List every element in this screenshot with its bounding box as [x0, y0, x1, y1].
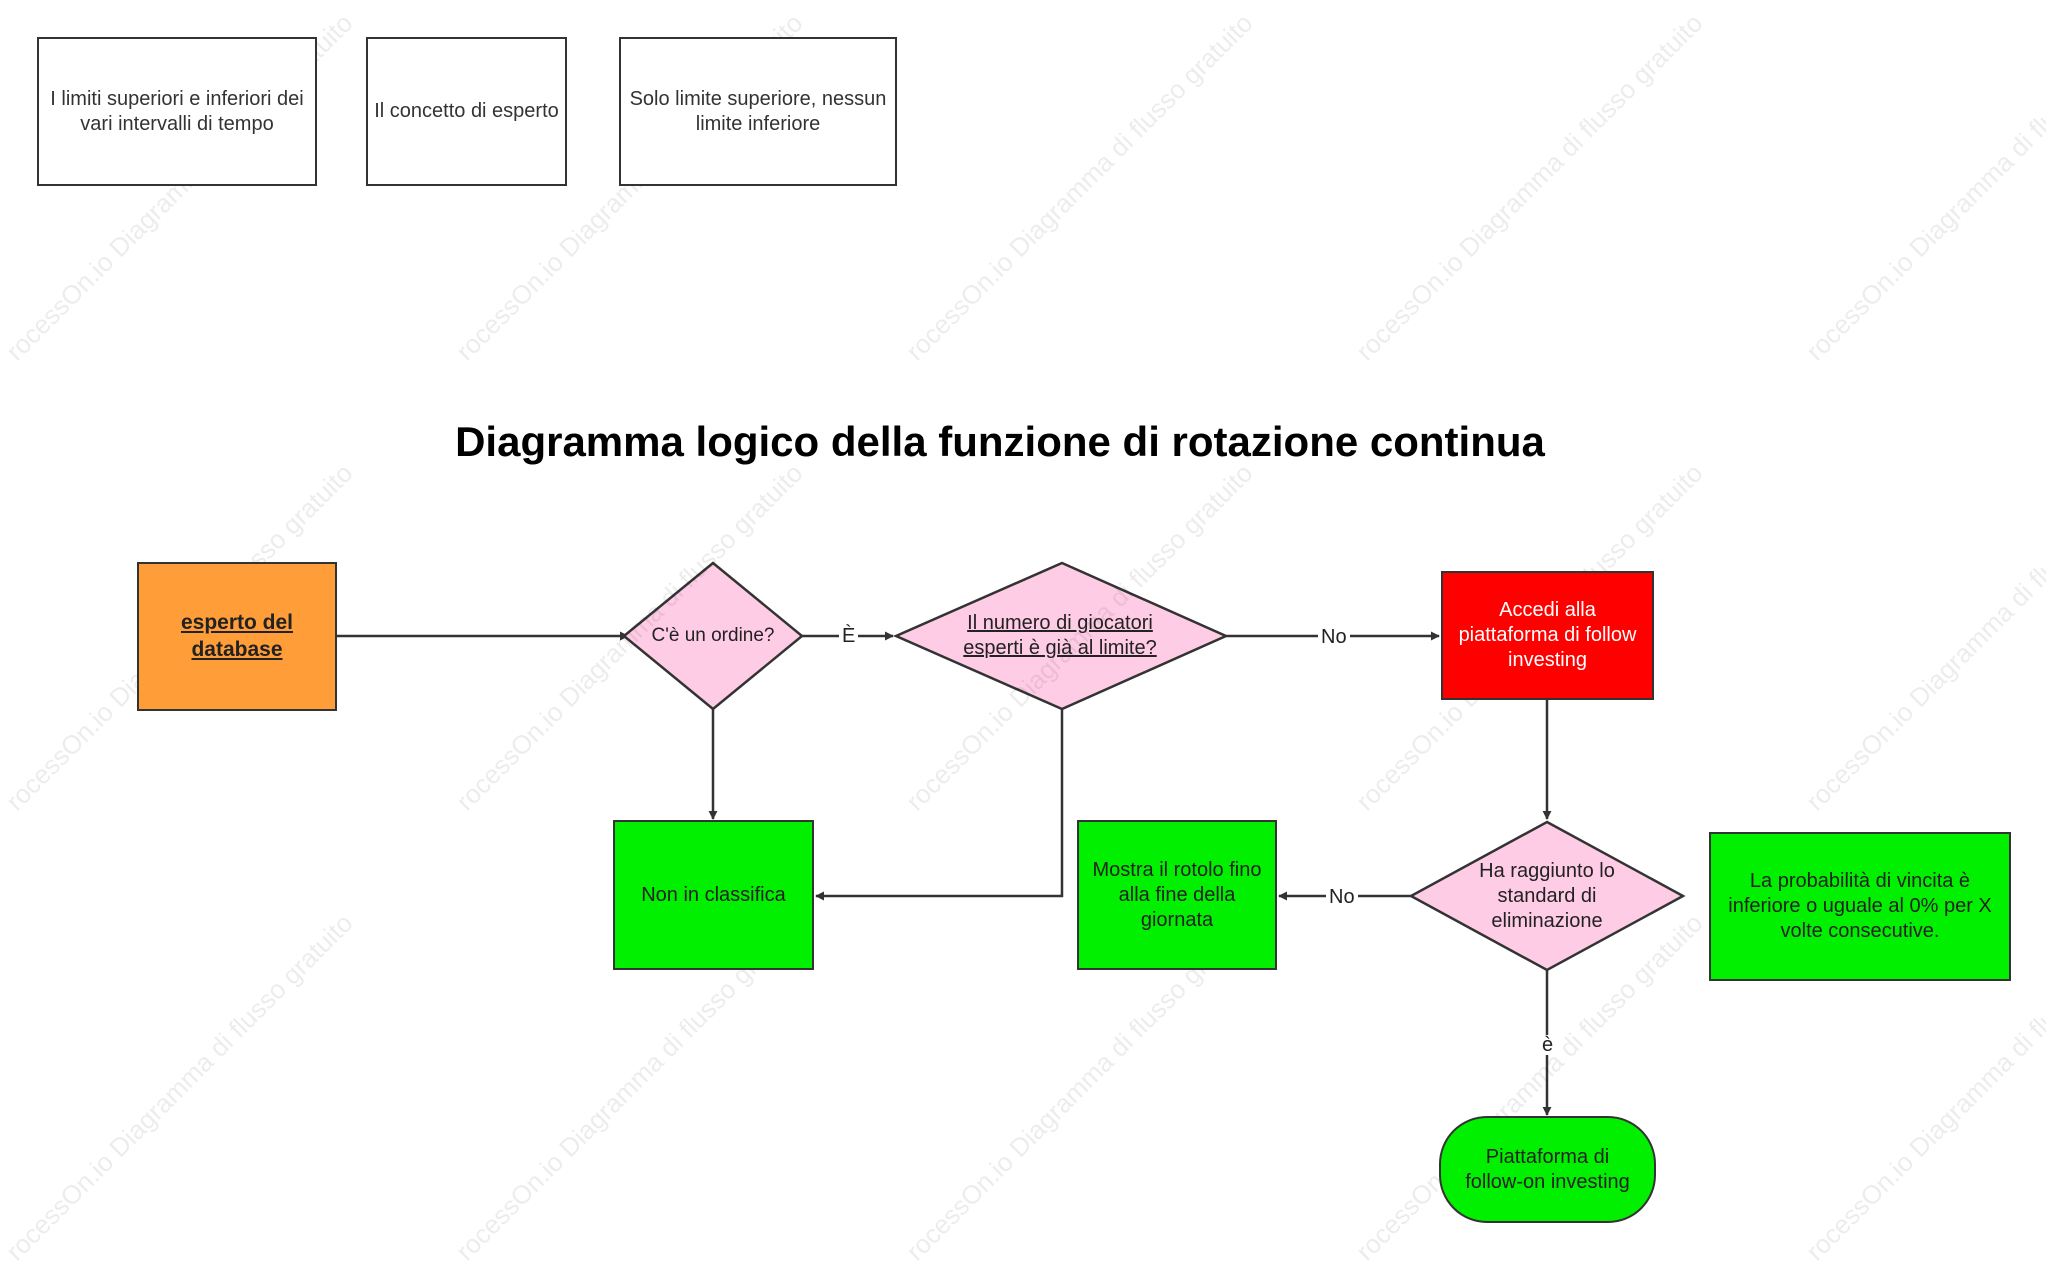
edge-label-yes-lower: è: [1539, 1035, 1557, 1055]
decision-players-limit-shape: [892, 561, 1230, 711]
legend-box-upper-limit-only: Solo limite superiore, nessun limite inf…: [619, 37, 897, 186]
decision-has-order-shape: [622, 561, 804, 711]
legend-box-time-limits: I limiti superiori e inferiori dei vari …: [37, 37, 317, 186]
node-not-ranked[interactable]: Non in classifica: [613, 820, 814, 970]
node-show-roll[interactable]: Mostra il rotolo fino alla fine della gi…: [1077, 820, 1277, 970]
decision-players-limit-label[interactable]: Il numero di giocatori esperti è già al …: [963, 612, 1157, 659]
node-database-expert[interactable]: esperto del database: [137, 562, 337, 711]
node-follow-platform[interactable]: Piattaforma di follow-on investing: [1439, 1116, 1656, 1223]
decision-elimination-label[interactable]: Ha raggiunto lo standard di eliminazione: [1479, 859, 1615, 932]
decision-elimination-shape: [1408, 820, 1686, 972]
edge-limit-to-notranked: [815, 709, 1064, 901]
node-access-platform[interactable]: Accedi alla piattaforma di follow invest…: [1441, 571, 1654, 700]
decision-has-order-label[interactable]: C'è un ordine?: [651, 625, 775, 647]
edge-label-no: No: [1326, 887, 1358, 907]
legend-box-expert-concept: Il concetto di esperto: [366, 37, 567, 186]
edge-label-no: No: [1318, 627, 1350, 647]
node-win-probability[interactable]: La probabilità di vincita è inferiore o …: [1709, 832, 2011, 981]
diagram-title: Diagramma logico della funzione di rotaz…: [455, 418, 1545, 465]
edge-label-yes: È: [839, 626, 859, 646]
